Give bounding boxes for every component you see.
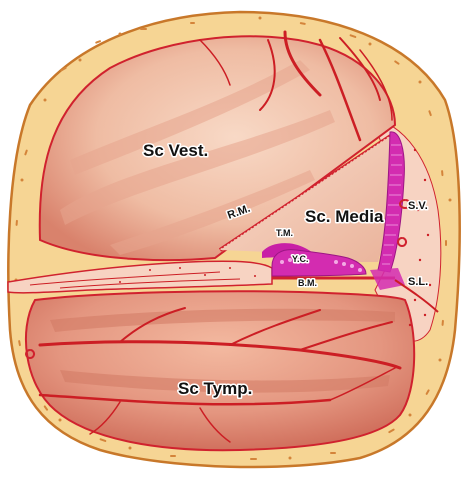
- label-sc-tymp: Sc Tymp.: [178, 379, 252, 398]
- label-sc-vest: Sc Vest.: [143, 141, 208, 160]
- label-sl: S.L.: [408, 276, 428, 288]
- label-tm: T.M.: [276, 228, 293, 238]
- label-sc-media: Sc. Media: [305, 207, 384, 226]
- label-bm: B.M.: [298, 278, 317, 288]
- label-oc: Y.C.: [292, 254, 309, 264]
- label-sv: S.V.: [408, 200, 428, 212]
